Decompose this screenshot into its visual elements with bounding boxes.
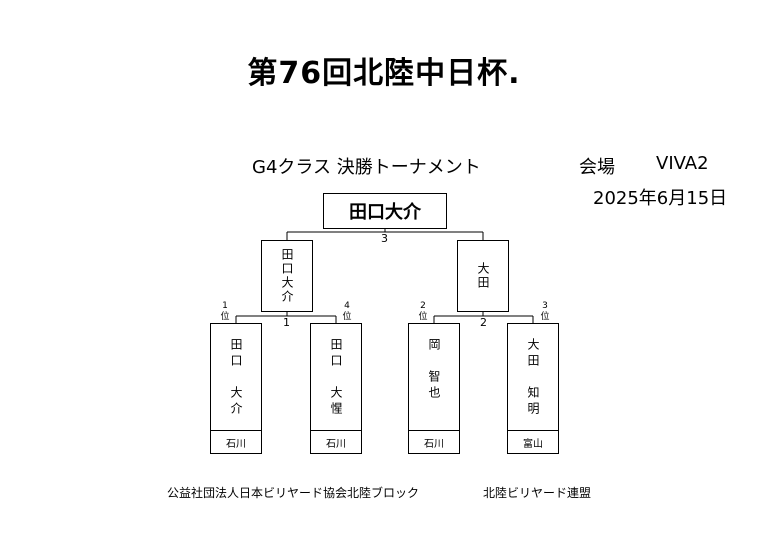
- final-match-number: 3: [381, 232, 388, 245]
- match-number-right: 2: [480, 316, 487, 329]
- seed-label: 3 位: [540, 301, 550, 322]
- match-number-left: 1: [283, 316, 290, 329]
- footer-federation: 北陸ビリヤード連盟: [483, 486, 592, 500]
- semifinal-winner-right: 大田: [476, 262, 490, 290]
- seed-label: 2 位: [418, 301, 428, 322]
- prefecture-label: 石川: [311, 430, 361, 453]
- subtitle: G4クラス 決勝トーナメント: [252, 157, 481, 178]
- player-name: 田口 大介: [229, 338, 243, 418]
- semifinal-box-left: 田口大介: [261, 240, 313, 312]
- prefecture-label: 石川: [211, 430, 261, 453]
- player-name: 大田 知明: [526, 338, 540, 418]
- venue-name: VIVA2: [656, 153, 709, 174]
- winner-box: 田口大介: [323, 193, 447, 229]
- venue-label: 会場: [579, 157, 615, 178]
- event-date: 2025年6月15日: [593, 188, 728, 209]
- player-name: 田口 大惺: [329, 338, 343, 418]
- player-box: 岡 智也 石川: [408, 323, 460, 454]
- prefecture-label: 富山: [508, 430, 558, 453]
- player-box: 田口 大惺 石川: [310, 323, 362, 454]
- page-title: 第76回北陸中日杯.: [247, 56, 521, 91]
- player-name: 岡 智也: [427, 338, 441, 402]
- winner-name: 田口大介: [349, 202, 421, 223]
- seed-label: 1 位: [220, 301, 230, 322]
- semifinal-box-right: 大田: [457, 240, 509, 312]
- prefecture-label: 石川: [409, 430, 459, 453]
- semifinal-winner-left: 田口大介: [280, 248, 294, 304]
- footer-organizer: 公益社団法人日本ビリヤード協会北陸ブロック: [167, 486, 420, 500]
- seed-label: 4 位: [342, 301, 352, 322]
- player-box: 大田 知明 富山: [507, 323, 559, 454]
- player-box: 田口 大介 石川: [210, 323, 262, 454]
